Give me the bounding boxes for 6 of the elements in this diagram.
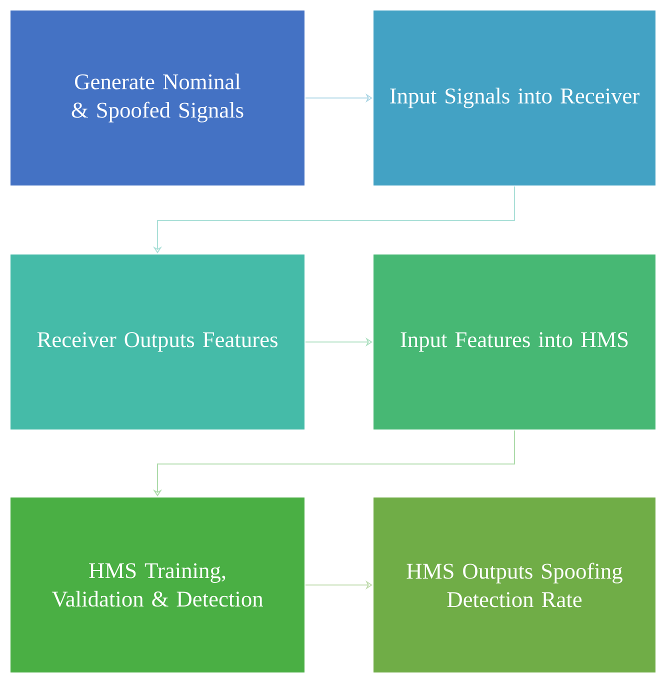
process-box: HMS Training, Validation & Detection — [10, 496, 306, 673]
process-box: HMS Outputs Spoofing Detection Rate — [372, 496, 656, 673]
process-box: Input Features into HMS — [372, 254, 656, 430]
process-box: Input Signals into Receiver — [372, 10, 656, 186]
process-box: Generate Nominal & Spoofed Signals — [10, 10, 306, 186]
process-box: Receiver Outputs Features — [10, 254, 306, 430]
